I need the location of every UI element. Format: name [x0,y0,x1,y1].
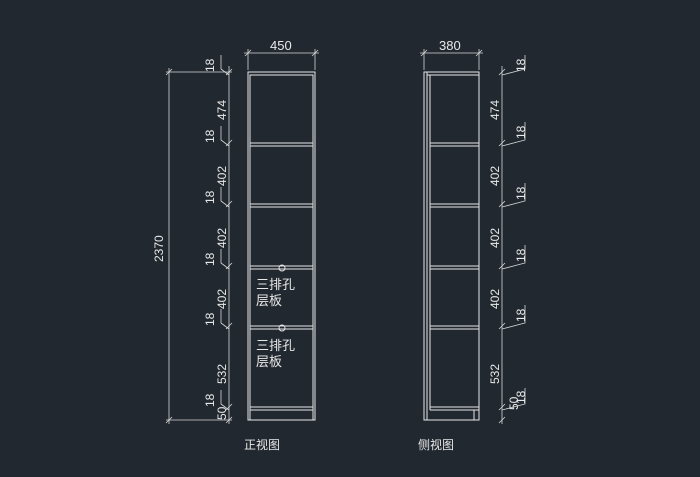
side-width-dimension: 380 [420,38,483,70]
board-label: 三排孔 [256,277,295,292]
segment-label: 18 [203,393,217,407]
segment-label: 18 [514,390,528,404]
segment-label: 402 [488,289,502,309]
segment-label: 474 [215,100,229,120]
segment-label: 402 [215,289,229,309]
segment-label: 402 [215,166,229,186]
segment-label: 18 [203,252,217,266]
shelf-hole-icon [278,324,286,332]
segment-label: 18 [203,312,217,326]
segment-label: 402 [215,228,229,248]
shelf-hole-icon [278,264,286,272]
segment-label: 18 [514,186,528,200]
front-total-height-dimension: 2370 [152,68,232,424]
segment-label: 402 [488,228,502,248]
board-label: 层板 [256,354,282,369]
segment-label: 18 [203,190,217,204]
segment-label: 50 [507,396,521,410]
front-total-height-label: 2370 [152,235,166,262]
side-view-caption: 侧视图 [418,437,454,452]
segment-label: 18 [203,129,217,143]
side-view: 380 18 474 18 402 18 402 18 402 [418,38,528,452]
front-width-dimension: 450 [244,38,319,70]
segment-label: 50 [215,406,229,420]
segment-label: 18 [514,248,528,262]
side-segment-dimensions: 18 474 18 402 18 402 18 402 18 532 18 50 [488,55,528,424]
front-view: 三排孔 层板 三排孔 层板 450 2370 [152,38,319,452]
segment-label: 18 [203,58,217,72]
segment-label: 18 [514,308,528,322]
segment-label: 402 [488,166,502,186]
side-outer-frame [423,71,480,421]
board-label: 层板 [256,293,282,308]
front-width-label: 450 [270,38,292,53]
segment-label: 18 [514,58,528,72]
front-segment-dimensions: 18 474 18 402 18 402 18 402 18 532 18 50 [203,55,233,424]
segment-label: 18 [514,125,528,139]
front-view-caption: 正视图 [244,437,280,452]
segment-label: 474 [488,100,502,120]
board-label: 三排孔 [256,338,295,353]
segment-label: 532 [488,364,502,384]
side-width-label: 380 [439,38,461,53]
front-inner-frame [249,74,314,421]
segment-label: 532 [215,364,229,384]
